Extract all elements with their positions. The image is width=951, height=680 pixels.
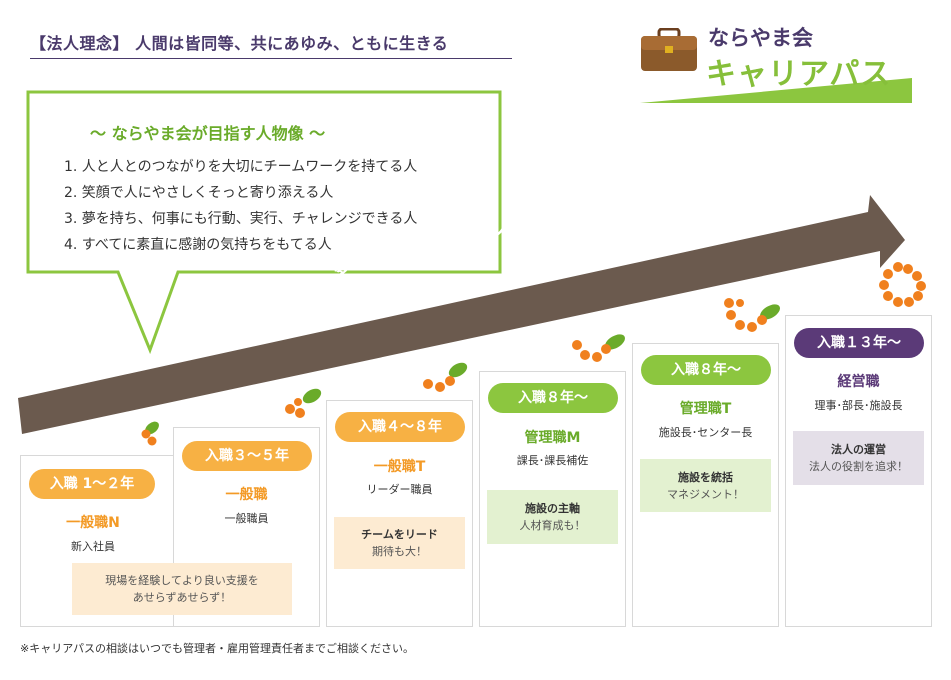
stage-role: 管理職M — [524, 430, 581, 446]
stage-note-1: 現場を経験してより良い支援を あせらずあせらず！ — [72, 563, 292, 615]
ideal-item: 2. 笑顔で人にやさしくそっと寄り添える人 — [64, 185, 334, 201]
corporate-philosophy: 【法人理念】 人間は皆同等、共にあゆみ、ともに生きる — [30, 34, 449, 53]
stage-period-badge: 入職４～８年 — [335, 412, 465, 442]
stage-note: 施設を統括 マネジメント！ — [640, 459, 771, 512]
stage-card-6: 入職１３年～ 経営職 理事･部長･施設長 法人の運営 法人の役割を追求！ — [785, 315, 932, 627]
stage-period-badge: 入職８年～ — [488, 383, 618, 413]
flower-decoration-4 — [572, 334, 625, 362]
stage-role: 経営職 — [837, 374, 880, 390]
stage-note-title: 法人の運営 — [831, 443, 886, 456]
stage-note-title: チームをリード — [361, 528, 438, 541]
flower-decoration-1 — [141, 421, 159, 446]
stage-note-title: 施設の主軸 — [525, 502, 580, 515]
logo-title: ならやま会 — [708, 26, 813, 50]
stage-card-3: 入職４～８年 一般職T リーダー職員 チームをリード 期待も大！ — [326, 400, 473, 627]
stage-note-line: 現場を経験してより良い支援を — [105, 574, 259, 587]
stage-card-4: 入職８年～ 管理職M 課長･課長補佐 施設の主軸 人材育成も！ — [479, 371, 626, 627]
stage-subrole: 課長･課長補佐 — [516, 454, 589, 467]
logo-wedge — [640, 78, 912, 103]
flower-decoration-3 — [423, 362, 468, 392]
stage-period-badge: 入職８年～ — [641, 355, 771, 385]
stage-period-badge: 入職３～５年 — [182, 441, 312, 471]
stage-note-desc: マネジメント！ — [667, 488, 744, 501]
motto-underline — [30, 58, 512, 59]
stage-subrole: 施設長･センター長 — [658, 426, 753, 439]
stage-subrole: 理事･部長･施設長 — [814, 399, 903, 412]
briefcase-icon — [641, 28, 697, 71]
ideal-title: ～ ならやま会が目指す人物像 ～ — [90, 124, 326, 143]
stage-role: 一般職 — [225, 487, 268, 503]
footer-note: ※キャリアパスの相談はいつでも管理者・雇用管理責任者までご相談ください。 — [20, 642, 414, 655]
stage-subrole: 新入社員 — [71, 540, 115, 553]
flower-decoration-5 — [724, 298, 780, 332]
stage-period-badge: 入職 1～２年 — [29, 469, 155, 499]
stage-period-badge: 入職１３年～ — [794, 328, 924, 358]
ideal-item: 4. すべてに素直に感謝の気持ちをもてる人 — [64, 237, 332, 253]
ideal-item: 1. 人と人とのつながりを大切にチームワークを持てる人 — [64, 159, 418, 175]
logo: ならやま会 キャリアパス — [640, 18, 912, 102]
stage-note-desc: 法人の役割を追求！ — [809, 460, 908, 473]
stage-note: 法人の運営 法人の役割を追求！ — [793, 431, 924, 485]
ideal-item: 3. 夢を持ち、何事にも行動、実行、チャレンジできる人 — [64, 211, 418, 227]
challenge-arrow — [18, 195, 905, 434]
stage-role: 一般職N — [66, 515, 120, 531]
stage-note-line: あせらずあせらず！ — [132, 591, 232, 604]
logo-main-title: キャリアパス — [706, 57, 892, 92]
stage-role: 一般職T — [373, 459, 426, 475]
stage-card-5: 入職８年～ 管理職T 施設長･センター長 施設を統括 マネジメント！ — [632, 343, 779, 627]
stage-note: チームをリード 期待も大！ — [334, 517, 465, 569]
stage-role: 管理職T — [679, 401, 732, 417]
speech-bubble — [26, 90, 502, 355]
stage-note-desc: 期待も大！ — [372, 545, 427, 558]
stage-note-desc: 人材育成も！ — [519, 519, 586, 532]
flower-decoration-6 — [879, 262, 926, 307]
stage-note-title: 施設を統括 — [678, 471, 733, 484]
stage-subrole: リーダー職員 — [366, 483, 433, 496]
flower-decoration-2 — [285, 388, 322, 418]
stage-subrole: 一般職員 — [224, 512, 269, 525]
stage-note: 施設の主軸 人材育成も！ — [487, 490, 618, 544]
ideal-list: 1. 人と人とのつながりを大切にチームワークを持てる人 2. 笑顔で人にやさしく… — [64, 154, 417, 258]
